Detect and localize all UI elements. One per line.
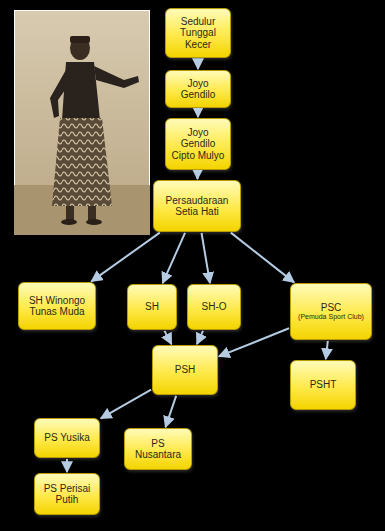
process-box: SH — [127, 284, 177, 330]
process-box: PSHT — [290, 360, 356, 410]
process-box: PS Yusika — [34, 418, 100, 458]
arrow-connector — [231, 233, 294, 283]
process-box: PSH — [152, 345, 218, 395]
box-label: Joyo Gendilo Cipto Mulyo — [169, 127, 227, 162]
arrow-connector — [91, 233, 159, 282]
arrow-connector — [66, 459, 68, 472]
portrait-photo — [14, 10, 150, 235]
process-box: SH-O — [187, 284, 241, 330]
arrow-connector — [326, 341, 328, 359]
process-box: Joyo Gendilo Cipto Mulyo — [165, 118, 231, 170]
box-label: SH-O — [202, 301, 227, 313]
process-box: Sedulur Tunggal Kecer — [165, 8, 231, 58]
arrow-connector — [202, 233, 210, 283]
box-label: PSHT — [310, 379, 337, 391]
box-label: SH Winongo Tunas Muda — [22, 295, 92, 318]
box-label: PSC — [321, 302, 342, 314]
arrow-connector — [165, 331, 172, 344]
arrow-connector — [197, 109, 199, 117]
arrow-connector — [196, 171, 198, 179]
box-label: Sedulur Tunggal Kecer — [169, 16, 227, 51]
arrow-connector — [197, 331, 203, 344]
box-label: Joyo Gendilo — [169, 78, 227, 101]
box-label: PS Perisai Putih — [38, 483, 96, 506]
arrow-connector — [219, 328, 289, 356]
process-box: Persaudaraan Setia Hati — [153, 180, 241, 232]
box-label: PS Nusantara — [128, 438, 188, 461]
process-box: SH Winongo Tunas Muda — [18, 282, 96, 330]
box-label: SH — [145, 301, 159, 313]
box-label: Persaudaraan Setia Hati — [157, 195, 237, 218]
process-box: PS Perisai Putih — [34, 473, 100, 515]
box-label: PSH — [175, 364, 196, 376]
arrow-connector — [163, 233, 185, 283]
process-box: PS Nusantara — [124, 428, 192, 470]
box-label: PS Yusika — [44, 432, 89, 444]
arrow-connector — [101, 390, 151, 419]
process-box: Joyo Gendilo — [165, 70, 231, 108]
arrow-connector — [166, 396, 177, 427]
process-box: PSC(Pemuda Sport Club) — [290, 283, 372, 340]
arrow-connector — [197, 59, 199, 69]
box-sublabel: (Pemuda Sport Club) — [298, 313, 364, 321]
